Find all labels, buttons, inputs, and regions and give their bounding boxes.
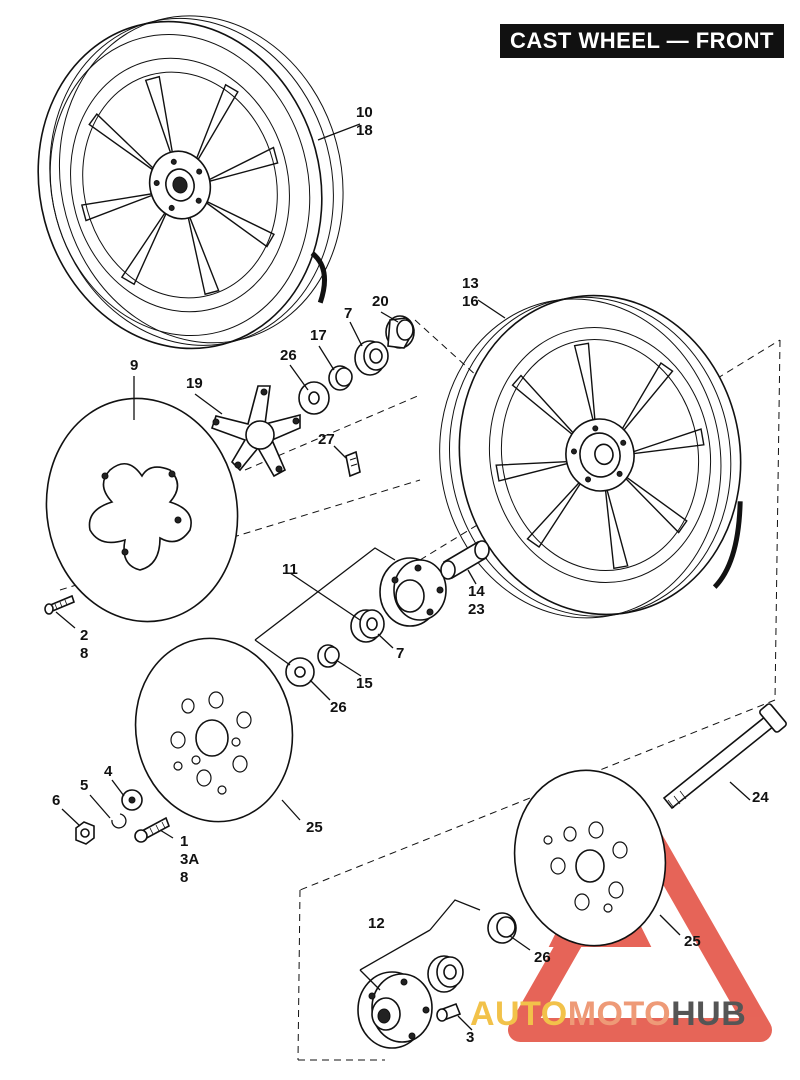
brake-disc-9 [45, 397, 239, 623]
cup-15 [317, 644, 340, 668]
bearing-7-mid [350, 609, 385, 643]
spacer-20 [385, 315, 415, 349]
callout-12: 12 [368, 915, 385, 932]
washer-4 [121, 789, 143, 811]
watermark-part-moto: MOTO [567, 995, 672, 1033]
bearing-7-bottom [427, 955, 464, 993]
washer-26-mid [285, 657, 315, 687]
callout-2: 2 [80, 627, 88, 644]
callout-9: 9 [130, 357, 138, 374]
watermark-part-auto: AUTO [470, 995, 568, 1033]
bracket-12 [359, 899, 481, 991]
callout-6: 6 [52, 792, 60, 809]
rotor-25-right [513, 769, 667, 947]
callout-20: 20 [372, 293, 389, 310]
callout-3a: 3A [180, 851, 199, 868]
callout-15: 15 [356, 675, 373, 692]
callout-27: 27 [318, 431, 335, 448]
callout-11: 11 [282, 561, 298, 578]
callout-25-left: 25 [306, 819, 323, 836]
bolt-1 [134, 816, 170, 843]
bolt-2 [44, 594, 75, 615]
callout-7-top: 7 [344, 305, 352, 322]
callout-23: 23 [468, 601, 485, 618]
callout-1: 1 [180, 833, 188, 850]
bearing-7-top [354, 340, 389, 376]
watermark-part-hub: HUB [671, 995, 747, 1033]
cast-wheel-top [37, 15, 344, 350]
lock-plate-27 [345, 450, 361, 478]
callout-24: 24 [752, 789, 769, 806]
cast-wheel-right [439, 294, 743, 619]
washer-26-top [298, 381, 330, 415]
washer-26-bottom [487, 912, 517, 944]
spacer-14 [440, 540, 490, 580]
bolt-3 [436, 1002, 462, 1022]
callout-10: 10 [356, 104, 373, 121]
callout-5: 5 [80, 777, 88, 794]
callout-7-mid: 7 [396, 645, 404, 662]
callout-13: 13 [462, 275, 479, 292]
callout-18: 18 [356, 122, 373, 139]
axle-24 [662, 703, 787, 810]
callout-8-left: 8 [80, 645, 88, 662]
nut-6 [75, 821, 95, 845]
callout-26-bottom: 26 [534, 949, 551, 966]
callout-17: 17 [310, 327, 327, 344]
diagram-title: CAST WHEEL — FRONT [499, 24, 784, 58]
callout-8-bottom: 8 [180, 869, 188, 886]
callout-3: 3 [466, 1029, 474, 1046]
callout-25-right: 25 [684, 933, 701, 950]
callout-19: 19 [186, 375, 203, 392]
hub-flange-11 [379, 557, 447, 627]
callout-labels: 10 18 13 16 20 7 17 26 19 9 27 2 8 11 7 … [52, 104, 769, 1046]
clip-5 [111, 813, 127, 829]
rotor-25-left [134, 637, 294, 823]
hub-flange-12 [357, 971, 433, 1049]
callout-14: 14 [468, 583, 485, 600]
watermark-text: AUTOMOTOHUB [470, 995, 746, 1034]
star-adapter-19 [210, 385, 301, 478]
callout-26-mid: 26 [330, 699, 347, 716]
callout-16: 16 [462, 293, 479, 310]
leader-lines [55, 123, 751, 1031]
bracket-11 [254, 547, 396, 666]
callout-26-top: 26 [280, 347, 297, 364]
cup-17 [328, 365, 353, 391]
callout-4: 4 [104, 763, 113, 780]
